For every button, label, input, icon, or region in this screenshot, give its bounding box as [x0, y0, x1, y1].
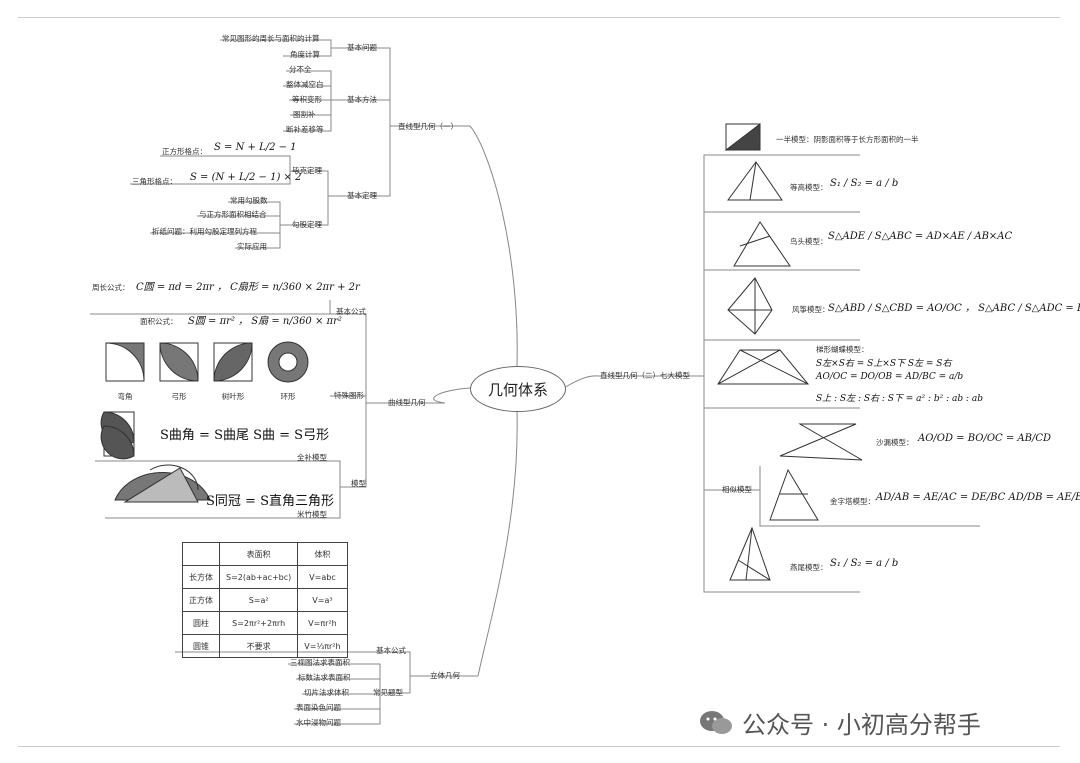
- shape-caption-2: 弓形: [171, 392, 187, 401]
- page-frame: [18, 17, 1060, 747]
- node-basic-concepts[interactable]: 基本问题: [347, 43, 377, 52]
- pyramid-formula: AD/AB = AE/AC = DE/BC AD/DB = AE/EC: [876, 492, 1080, 503]
- area-formula: S圆 = πr² ， S扇 = n/360 × πr²: [188, 316, 342, 327]
- leaf-pyth-3: 折纸问题：利用勾股定理列方程: [152, 227, 257, 236]
- wechat-icon: [700, 710, 732, 734]
- leaf-pyth-4: 实际应用: [237, 242, 267, 251]
- bird-head-formula: S△ADE / S△ABC = AD×AE / AB×AC: [828, 231, 1013, 242]
- table-cell: S=2(ab+ac+bc): [218, 565, 299, 589]
- model2-label: 米竹模型: [297, 510, 327, 519]
- leaf-pyth-1: 常用勾股数: [230, 196, 268, 205]
- leaf-type-4: 表面染色问题: [296, 703, 341, 712]
- table-cell: S=2πr²+2πrh: [218, 611, 299, 635]
- node-common-types[interactable]: 常见题型: [373, 688, 403, 697]
- node-pick[interactable]: 毕克定理: [292, 166, 322, 175]
- trapezoid-formula-1: S左×S右 = S上×S下 S左 = S右: [816, 359, 952, 369]
- watermark: 公众号 · 小初高分帮手: [698, 705, 981, 740]
- trapezoid-label: 梯形蝴蝶模型：: [816, 345, 869, 354]
- leaf-method-1: 分不全: [289, 65, 312, 74]
- node-curve-basic-formula[interactable]: 基本公式: [336, 307, 366, 316]
- watermark-text: 公众号 · 小初高分帮手: [742, 711, 981, 739]
- bird-head-label: 鸟头模型：: [790, 237, 828, 246]
- trapezoid-formula-3: S上 : S左 : S右 : S下 = a² : b² : ab : ab: [816, 394, 984, 404]
- table-cell: 圆锥: [182, 634, 220, 658]
- node-solid-basic-formula[interactable]: 基本公式: [376, 646, 406, 655]
- shape-caption-1: 弯角: [117, 392, 133, 401]
- leaf-method-4: 图割补: [293, 110, 316, 119]
- leaf-angle: 角度计算: [290, 50, 320, 59]
- table-cell: V=⅓πr²h: [297, 634, 348, 658]
- shape-caption-3: 树叶形: [221, 392, 245, 401]
- swallowtail-formula: S₁ / S₂ = a / b: [830, 558, 899, 569]
- table-cell: V=abc: [297, 565, 348, 589]
- node-special-shapes[interactable]: 特殊图形: [334, 391, 364, 400]
- branch-solid[interactable]: 立体几何: [430, 671, 460, 680]
- pyramid-label: 金字塔模型：: [830, 497, 875, 506]
- table-cell: 圆柱: [182, 611, 220, 635]
- leaf-pyth-2: 与正方形面积相结合: [199, 210, 267, 219]
- table-cell: 不要求: [218, 634, 299, 658]
- branch-straight2[interactable]: 直线型几何（二）七大模型: [600, 371, 690, 380]
- table-header-blank: [182, 542, 220, 566]
- branch-curve[interactable]: 曲线型几何: [388, 398, 426, 407]
- equal-height-formula: S₁ / S₂ = a / b: [830, 178, 899, 189]
- swallowtail-label: 燕尾模型：: [790, 563, 828, 572]
- pick-triangle-label: 三角形格点：: [132, 177, 177, 186]
- table-cell: V=a³: [297, 588, 348, 612]
- model1-label: 全补模型: [297, 453, 327, 462]
- node-basic-theorems[interactable]: 基本定理: [347, 191, 377, 200]
- table-cell: 长方体: [182, 565, 220, 589]
- hourglass-label: 沙漏模型：: [876, 438, 914, 447]
- trapezoid-formula-2: AO/OC = DO/OB = AD/BC = a/b: [816, 372, 964, 382]
- hourglass-formula: AO/OD = BO/OC = AB/CD: [918, 433, 1052, 444]
- pick-triangle-formula: S = (N + L/2 − 1) × 2: [190, 172, 302, 183]
- perimeter-formula: C圆 = πd = 2πr ， C扇形 = n/360 × 2πr + 2r: [136, 282, 360, 293]
- equal-height-label: 等高模型：: [790, 183, 828, 192]
- solid-formula-table: 表面积 体积 长方体 S=2(ab+ac+bc) V=abc 正方体 S=a² …: [182, 542, 348, 658]
- leaf-method-5: 断补差移等: [286, 125, 324, 134]
- table-header-surface: 表面积: [218, 542, 299, 566]
- leaf-type-1: 三视图法求表面积: [290, 658, 350, 667]
- pick-square-formula: S = N + L/2 − 1: [214, 142, 297, 153]
- leaf-method-3: 等积变形: [292, 95, 322, 104]
- area-label: 面积公式：: [140, 317, 178, 326]
- shape-caption-4: 环形: [280, 392, 296, 401]
- branch-straight1[interactable]: 直线型几何（一）: [398, 122, 458, 131]
- kite-label: 风筝模型：: [792, 305, 830, 314]
- node-pythagoras[interactable]: 勾股定理: [292, 220, 322, 229]
- model1-formula: S曲角 = S曲尾 S曲 = S弓形: [160, 428, 330, 443]
- pick-square-label: 正方形格点：: [162, 147, 207, 156]
- perimeter-label: 周长公式：: [92, 283, 130, 292]
- half-model: 一半模型：阴影面积等于长方形面积的一半: [776, 135, 919, 144]
- center-node[interactable]: 几何体系: [470, 366, 566, 412]
- leaf-method-2: 整体减空白: [286, 80, 324, 89]
- node-similar[interactable]: 相似模型: [722, 485, 752, 494]
- node-basic-methods[interactable]: 基本方法: [347, 95, 377, 104]
- leaf-type-3: 切片法求体积: [304, 688, 349, 697]
- model2-formula: S同冠 = S直角三角形: [206, 494, 334, 509]
- kite-formula: S△ABD / S△CBD = AO/OC ， S△ABC / S△ADC = …: [828, 303, 1080, 314]
- node-models[interactable]: 模型: [351, 479, 366, 488]
- leaf-type-2: 标数法求表面积: [298, 673, 351, 682]
- leaf-perimeter-area: 常见图形的周长与面积的计算: [222, 34, 320, 43]
- leaf-type-5: 水中浸物问题: [296, 718, 341, 727]
